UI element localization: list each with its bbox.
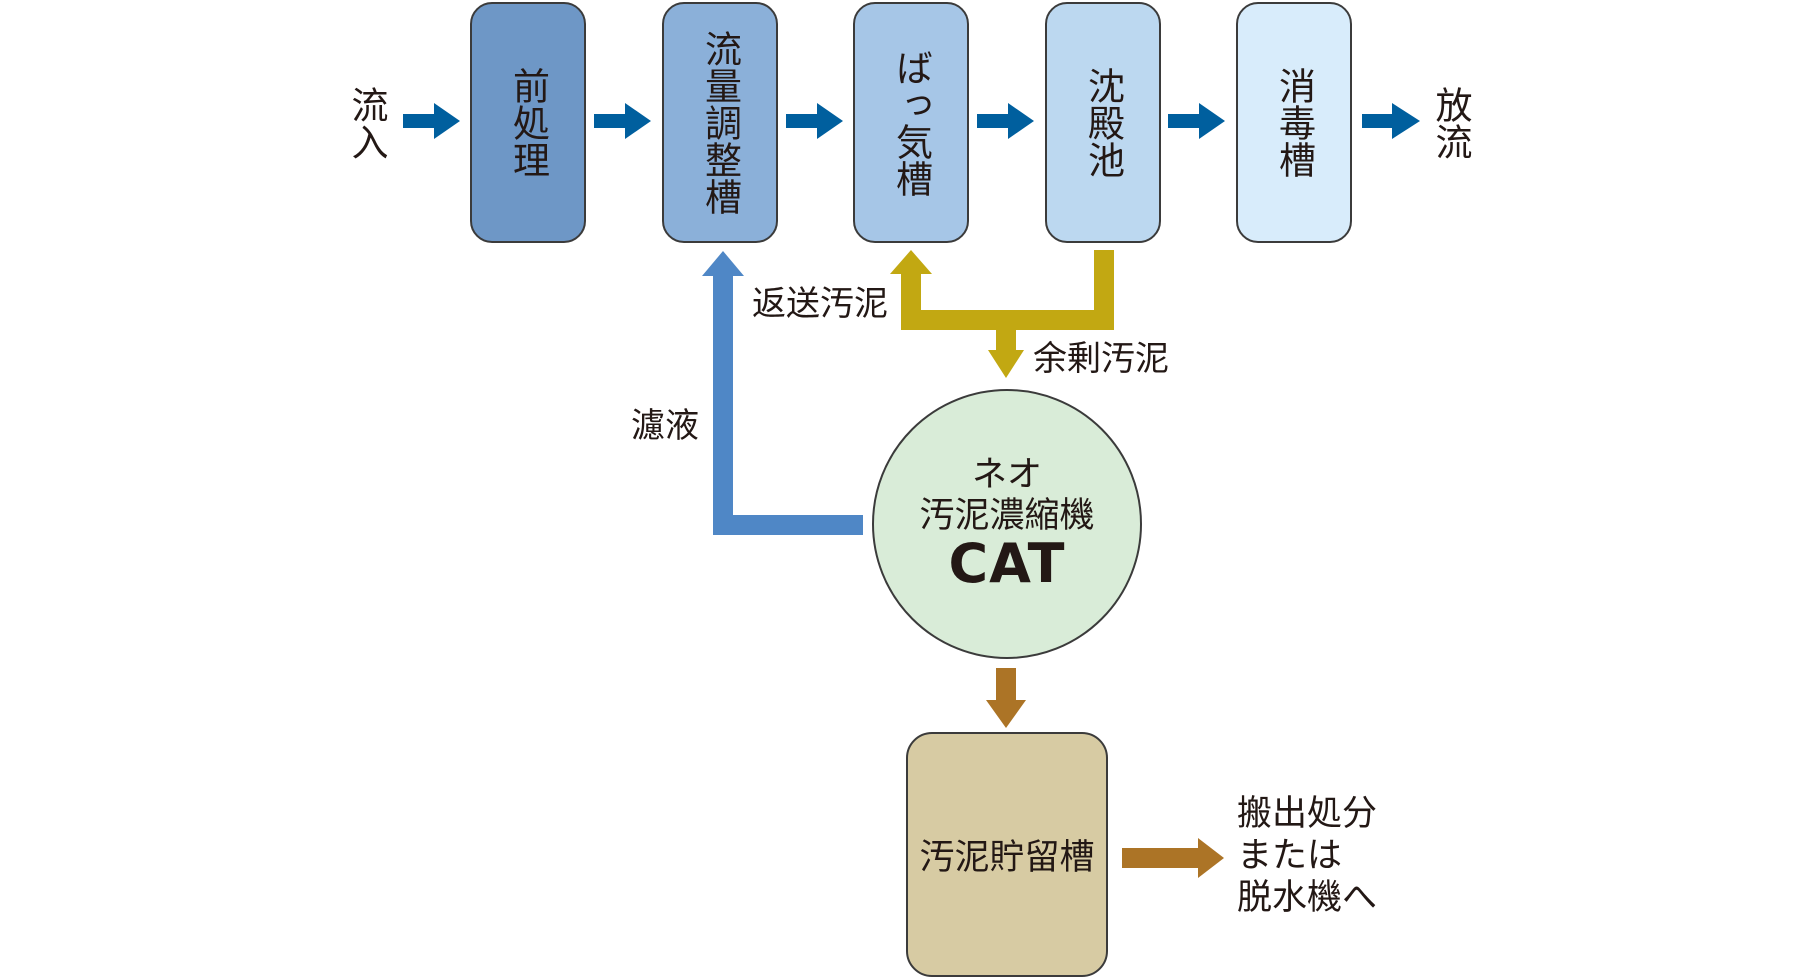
arrow-disposal-head	[1198, 838, 1224, 878]
disposal-line3: 脱水機へ	[1237, 878, 1378, 918]
stage-label: 流量調整槽	[698, 30, 742, 215]
sludge-storage-tank: 汚泥貯留槽	[906, 732, 1108, 977]
inflow-label: 流入	[345, 86, 388, 160]
outflow-label: 放流	[1429, 86, 1472, 160]
filtrate-line	[702, 251, 863, 535]
excess-sludge-label: 余剰汚泥	[1033, 339, 1169, 379]
return-sludge-line	[890, 250, 1114, 378]
arrow-to-storage-head	[986, 700, 1026, 728]
arrow-filtrate-head	[702, 251, 744, 276]
stage-label: 消毒槽	[1272, 67, 1316, 178]
thickener-brand: CAT	[948, 531, 1066, 595]
arrow-excess-sludge-head	[988, 350, 1024, 378]
disposal-label: 搬出処分 または 脱水機へ	[1237, 793, 1377, 919]
arrow-outflow	[1362, 103, 1420, 139]
stage-label: ばっ気槽	[889, 48, 933, 197]
sludge-thickener: ネオ 汚泥濃縮機 CAT	[872, 389, 1142, 659]
stage-sedimentation-tank: 沈殿池	[1045, 2, 1161, 243]
thickener-name-line1: ネオ	[971, 455, 1042, 496]
stage-flow-equalization-tank: 流量調整槽	[662, 2, 778, 243]
arrow-inflow	[403, 103, 460, 139]
disposal-line2: または	[1237, 836, 1343, 876]
stage-label: 前処理	[506, 67, 550, 178]
stage-aeration-tank: ばっ気槽	[853, 2, 969, 243]
return-sludge-label: 返送汚泥	[752, 284, 888, 324]
arrow-stage-3-4	[977, 103, 1034, 139]
thickener-name-line2: 汚泥濃縮機	[919, 495, 1095, 536]
filtrate-label: 濾液	[631, 406, 699, 446]
stage-disinfection-tank: 消毒槽	[1236, 2, 1352, 243]
arrow-stage-1-2	[594, 103, 651, 139]
arrow-return-sludge-head	[890, 250, 932, 274]
storage-label: 汚泥貯留槽	[919, 838, 1095, 878]
stage-pretreatment: 前処理	[470, 2, 586, 243]
arrow-stage-4-5	[1168, 103, 1225, 139]
storage-line	[986, 668, 1224, 878]
stage-label: 沈殿池	[1081, 67, 1125, 178]
disposal-line1: 搬出処分	[1237, 794, 1378, 834]
arrow-stage-2-3	[786, 103, 843, 139]
